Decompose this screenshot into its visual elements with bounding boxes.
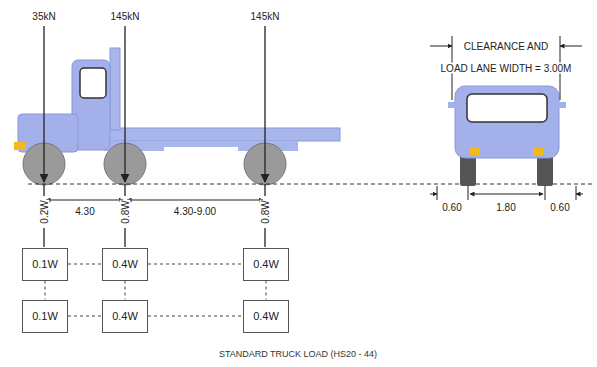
dimension-lines <box>46 200 263 201</box>
load-arrows <box>44 26 265 247</box>
box-text: 0.4W <box>108 258 142 270</box>
caption: STANDARD TRUCK LOAD (HS20 - 44) <box>219 349 377 359</box>
ground-line <box>28 184 595 185</box>
box-text: 0.1W <box>28 310 62 322</box>
box-text: 0.1W <box>28 258 62 270</box>
dimension-label: 0.60 <box>549 202 570 213</box>
dimension-label: LOAD LANE WIDTH = 3.00M <box>440 63 573 74</box>
dashed-link <box>148 264 243 265</box>
dimension-label: 4.30 <box>74 206 95 217</box>
dimension-label: 1.80 <box>495 202 516 213</box>
load-label: 145kN <box>250 11 281 22</box>
box-text: 0.4W <box>249 258 283 270</box>
dashed-link <box>148 316 243 317</box>
dashed-link <box>125 281 126 300</box>
load-box: 0.4W <box>243 248 289 281</box>
box-text: 0.4W <box>108 310 142 322</box>
dashed-link <box>68 264 102 265</box>
load-box: 0.1W <box>22 248 68 281</box>
dashed-link <box>266 281 267 300</box>
load-box: 0.1W <box>22 300 68 333</box>
dimension-label: 0.60 <box>441 202 462 213</box>
load-label: 35kN <box>31 11 56 22</box>
truck-rear <box>448 86 566 186</box>
truck-side <box>14 48 340 185</box>
axle-fraction: 0.2W <box>39 199 50 224</box>
dashed-link <box>45 281 46 300</box>
load-box: 0.4W <box>243 300 289 333</box>
dashed-link <box>68 316 102 317</box>
load-box: 0.4W <box>102 248 148 281</box>
dimension-label: 4.30-9.00 <box>173 206 217 217</box>
load-box: 0.4W <box>102 300 148 333</box>
rear-dimensions <box>430 36 583 200</box>
axle-fraction: 0.8W <box>260 199 271 224</box>
axle-fraction: 0.8W <box>120 199 131 224</box>
box-text: 0.4W <box>249 310 283 322</box>
dimension-label: CLEARANCE AND <box>463 41 549 52</box>
load-label: 145kN <box>110 11 141 22</box>
